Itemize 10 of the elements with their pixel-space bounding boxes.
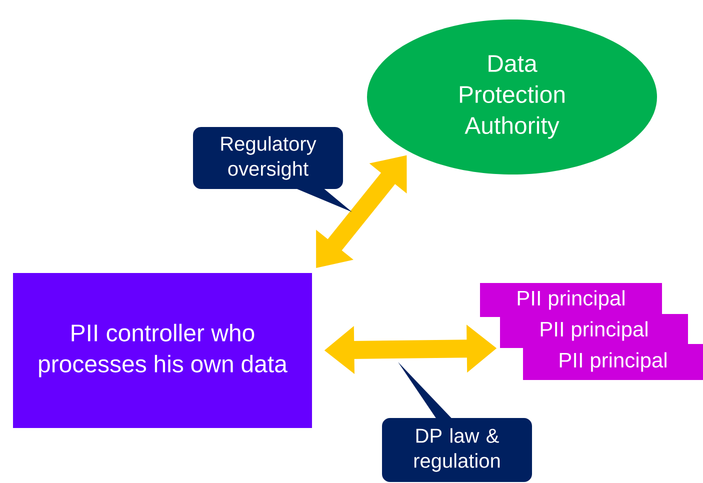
node-label: PII principal	[518, 290, 624, 310]
ellipse-node: Data Protection Authority	[367, 20, 657, 174]
callout: Regulatory oversight	[193, 127, 352, 212]
label-box: PII principal	[500, 314, 688, 348]
node-label: PII principal	[540, 321, 648, 341]
callout: DP law & regulation	[382, 362, 532, 482]
process-box: PII controller who processes his own data	[13, 273, 312, 428]
node-label: PII principal	[560, 352, 666, 372]
label-box: PII principal	[523, 344, 703, 380]
label-box: PII principal	[480, 283, 662, 317]
